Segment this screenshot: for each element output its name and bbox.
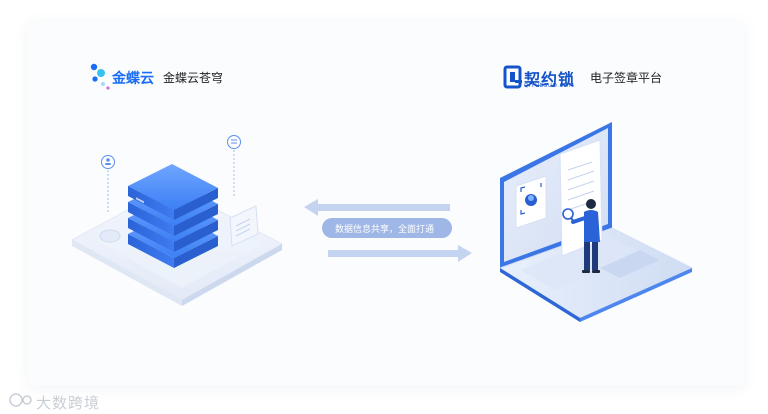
kingdee-logo-icon (90, 63, 110, 90)
qiyuesuo-logo-icon (503, 65, 522, 89)
magnifier-icon (562, 208, 576, 224)
user-node-icon (101, 155, 115, 212)
watermark-logo-icon (9, 393, 32, 407)
watermark-text: 大数跨境 (36, 394, 101, 412)
sync-pill (322, 218, 452, 238)
arrow-right-icon (328, 245, 472, 262)
arrow-left-icon (304, 199, 450, 216)
face-verify-icon (515, 175, 547, 229)
qiyuesuo-brand-name: 契约锁 (524, 70, 576, 89)
cloud-disk-icon (99, 229, 121, 243)
kingdee-brand-name: 金蝶云 (112, 71, 154, 87)
person-icon (571, 199, 600, 273)
server-stack-icon (128, 164, 218, 268)
kingdee-product-title: 金蝶云苍穹 (163, 71, 224, 85)
list-node-icon (227, 135, 241, 196)
document-card-icon (229, 205, 259, 247)
sync-label: 数据信息共享，全面打通 (335, 225, 435, 235)
qiyuesuo-brand-domain: QIYUESUO.COM (524, 83, 575, 89)
qiyuesuo-product-title: 电子签章平台 (590, 71, 663, 85)
